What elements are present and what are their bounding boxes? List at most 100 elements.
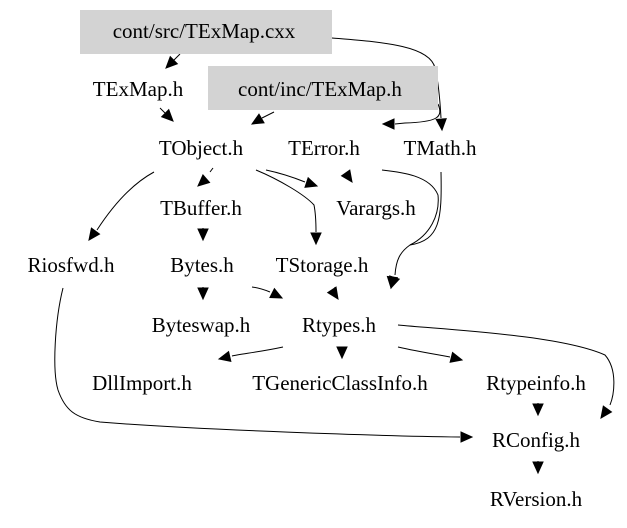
edge-tstorage_h-to-rtypes_h — [326, 286, 339, 301]
edge-rtypes_h-to-rtypeinfo_h — [397, 346, 464, 363]
node-label: TExMap.h — [93, 77, 184, 101]
edge-bytes_h-to-byteswap_h — [197, 287, 209, 301]
node-label: RVersion.h — [490, 487, 583, 511]
edge-line — [409, 171, 442, 246]
node-label: TObject.h — [159, 136, 244, 160]
arrowhead-icon — [197, 174, 211, 187]
node-rtypes-h[interactable]: Rtypes.h — [302, 313, 377, 337]
edge-line — [54, 287, 461, 438]
edge-line — [255, 169, 317, 233]
arrowhead-icon — [310, 232, 322, 246]
arrowhead-icon — [381, 118, 395, 130]
arrowhead-icon — [532, 403, 544, 417]
node-rtypeinfo-h[interactable]: Rtypeinfo.h — [486, 371, 586, 395]
edge-texmap_cxx-to-tmath_h — [331, 37, 447, 132]
arrowhead-icon — [336, 346, 348, 360]
node-byteswap-h[interactable]: Byteswap.h — [152, 313, 251, 337]
node-tgenericclassinfo-h[interactable]: TGenericClassInfo.h — [252, 371, 428, 395]
edge-line — [231, 346, 284, 357]
node-inc-texmap-h[interactable]: cont/inc/TExMap.h — [208, 66, 438, 110]
node-label: cont/inc/TExMap.h — [238, 77, 402, 101]
arrowhead-icon — [88, 227, 101, 241]
arrowhead-icon — [165, 55, 179, 69]
node-label: TStorage.h — [276, 253, 369, 277]
edge-rtypes_h-to-tgenericclassinfo_h — [336, 346, 348, 360]
edge-terror_h-to-varargs_h — [340, 169, 353, 183]
node-rconfig-h[interactable]: RConfig.h — [492, 428, 581, 452]
arrowhead-icon — [250, 113, 265, 125]
arrowhead-icon — [449, 351, 464, 363]
node-bytes-h[interactable]: Bytes.h — [170, 253, 234, 277]
edge-inc_texmap_h-to-tobject_h — [250, 111, 275, 125]
node-dllimport-h[interactable]: DllImport.h — [92, 371, 192, 395]
node-tbuffer-h[interactable]: TBuffer.h — [160, 196, 242, 220]
node-label: RConfig.h — [492, 428, 581, 452]
node-tmath-h[interactable]: TMath.h — [404, 136, 477, 160]
node-label: cont/src/TExMap.cxx — [113, 19, 296, 43]
edge-tmath_h-to-rtypes_h — [386, 171, 442, 290]
edges-layer — [54, 37, 615, 475]
node-label: TBuffer.h — [160, 196, 242, 220]
node-riosfwd-h[interactable]: Riosfwd.h — [28, 253, 115, 277]
node-label: DllImport.h — [92, 371, 192, 395]
edge-line — [261, 111, 275, 119]
arrowhead-icon — [435, 118, 447, 132]
node-label: TGenericClassInfo.h — [252, 371, 428, 395]
node-texmap-h[interactable]: TExMap.h — [93, 77, 184, 101]
node-highlight-box — [80, 10, 332, 54]
edge-tobject_h-to-tbuffer_h — [197, 167, 214, 187]
arrowhead-icon — [304, 176, 319, 188]
node-label: TMath.h — [404, 136, 477, 160]
node-varargs-h[interactable]: Varargs.h — [336, 196, 416, 220]
edge-line — [397, 346, 451, 358]
arrowhead-icon — [340, 169, 353, 183]
edge-rtypeinfo_h-to-rconfig_h — [532, 403, 544, 417]
arrowhead-icon — [269, 287, 284, 299]
node-label: Byteswap.h — [152, 313, 251, 337]
node-label: TError.h — [288, 136, 360, 160]
node-texmap-cxx[interactable]: cont/src/TExMap.cxx — [80, 10, 332, 54]
edge-line — [96, 171, 155, 231]
edge-riosfwd_h-to-rconfig_h — [54, 287, 474, 443]
arrowhead-icon — [197, 228, 209, 242]
edge-bytes_h-to-rtypes_h — [251, 286, 284, 299]
arrowhead-icon — [326, 286, 339, 301]
edge-tobject_h-to-varargs_h — [265, 169, 319, 188]
edge-tobject_h-to-riosfwd_h — [88, 171, 155, 241]
edge-rtypes_h-to-rconfig_h — [397, 324, 615, 419]
node-tstorage-h[interactable]: TStorage.h — [276, 253, 369, 277]
edge-line — [397, 324, 615, 406]
arrowhead-icon — [217, 350, 232, 363]
edge-line — [265, 169, 306, 183]
node-label: Rtypeinfo.h — [486, 371, 586, 395]
node-label: Bytes.h — [170, 253, 234, 277]
edge-texmap_h-to-tobject_h — [159, 107, 174, 122]
edge-inc_texmap_h-to-terror_h — [381, 103, 441, 130]
node-label: Varargs.h — [336, 196, 416, 220]
edge-line — [331, 37, 442, 119]
edge-line — [394, 103, 441, 125]
arrowhead-icon — [532, 461, 544, 475]
edge-terror_h-to-rtypes_h — [381, 169, 439, 290]
edge-line — [251, 286, 271, 293]
edge-line — [381, 169, 439, 276]
node-label: Rtypes.h — [302, 313, 377, 337]
arrowhead-icon — [386, 275, 399, 290]
edge-tobject_h-to-tstorage_h — [255, 169, 322, 246]
edge-rconfig_h-to-rversion_h — [532, 461, 544, 475]
node-tobject-h[interactable]: TObject.h — [159, 136, 244, 160]
edge-rtypes_h-to-dllimport_h — [217, 346, 284, 363]
arrowhead-icon — [197, 287, 209, 301]
node-label: Riosfwd.h — [28, 253, 115, 277]
arrowhead-icon — [160, 108, 174, 122]
node-terror-h[interactable]: TError.h — [288, 136, 360, 160]
edge-line — [159, 107, 166, 114]
arrowhead-icon — [460, 431, 474, 443]
node-rversion-h[interactable]: RVersion.h — [490, 487, 583, 511]
edge-line — [209, 167, 214, 173]
edge-tbuffer_h-to-bytes_h — [197, 228, 209, 242]
arrowhead-icon — [600, 405, 613, 419]
edge-texmap_cxx-to-texmap_h — [165, 53, 181, 69]
